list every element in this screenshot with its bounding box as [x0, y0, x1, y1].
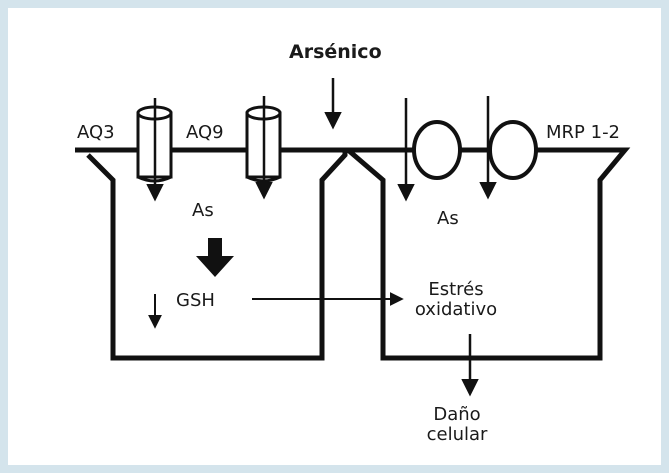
- label-mrp: MRP 1-2: [546, 122, 621, 143]
- mrp-transporter-circle-1: [412, 120, 462, 180]
- mrp-transporter-circle-2: [488, 120, 538, 180]
- thick-down-arrow: [196, 238, 234, 277]
- label-aq3: AQ3: [77, 122, 115, 143]
- label-dano-line1: Daño: [433, 404, 481, 425]
- label-as-left: As: [192, 200, 214, 221]
- label-dano: Daño celular: [412, 405, 502, 445]
- label-estres-line2: oxidativo: [414, 298, 498, 320]
- label-estres-line1: Estrés: [428, 279, 484, 300]
- label-dano-line2: celular: [426, 423, 488, 445]
- label-estres: Estrés oxidativo: [407, 280, 505, 320]
- label-gsh: GSH: [176, 290, 215, 311]
- title-arsenico: Arsénico: [289, 41, 382, 63]
- label-aq9: AQ9: [186, 122, 224, 143]
- label-as-right: As: [437, 208, 459, 229]
- right-cell-outline: [345, 147, 631, 361]
